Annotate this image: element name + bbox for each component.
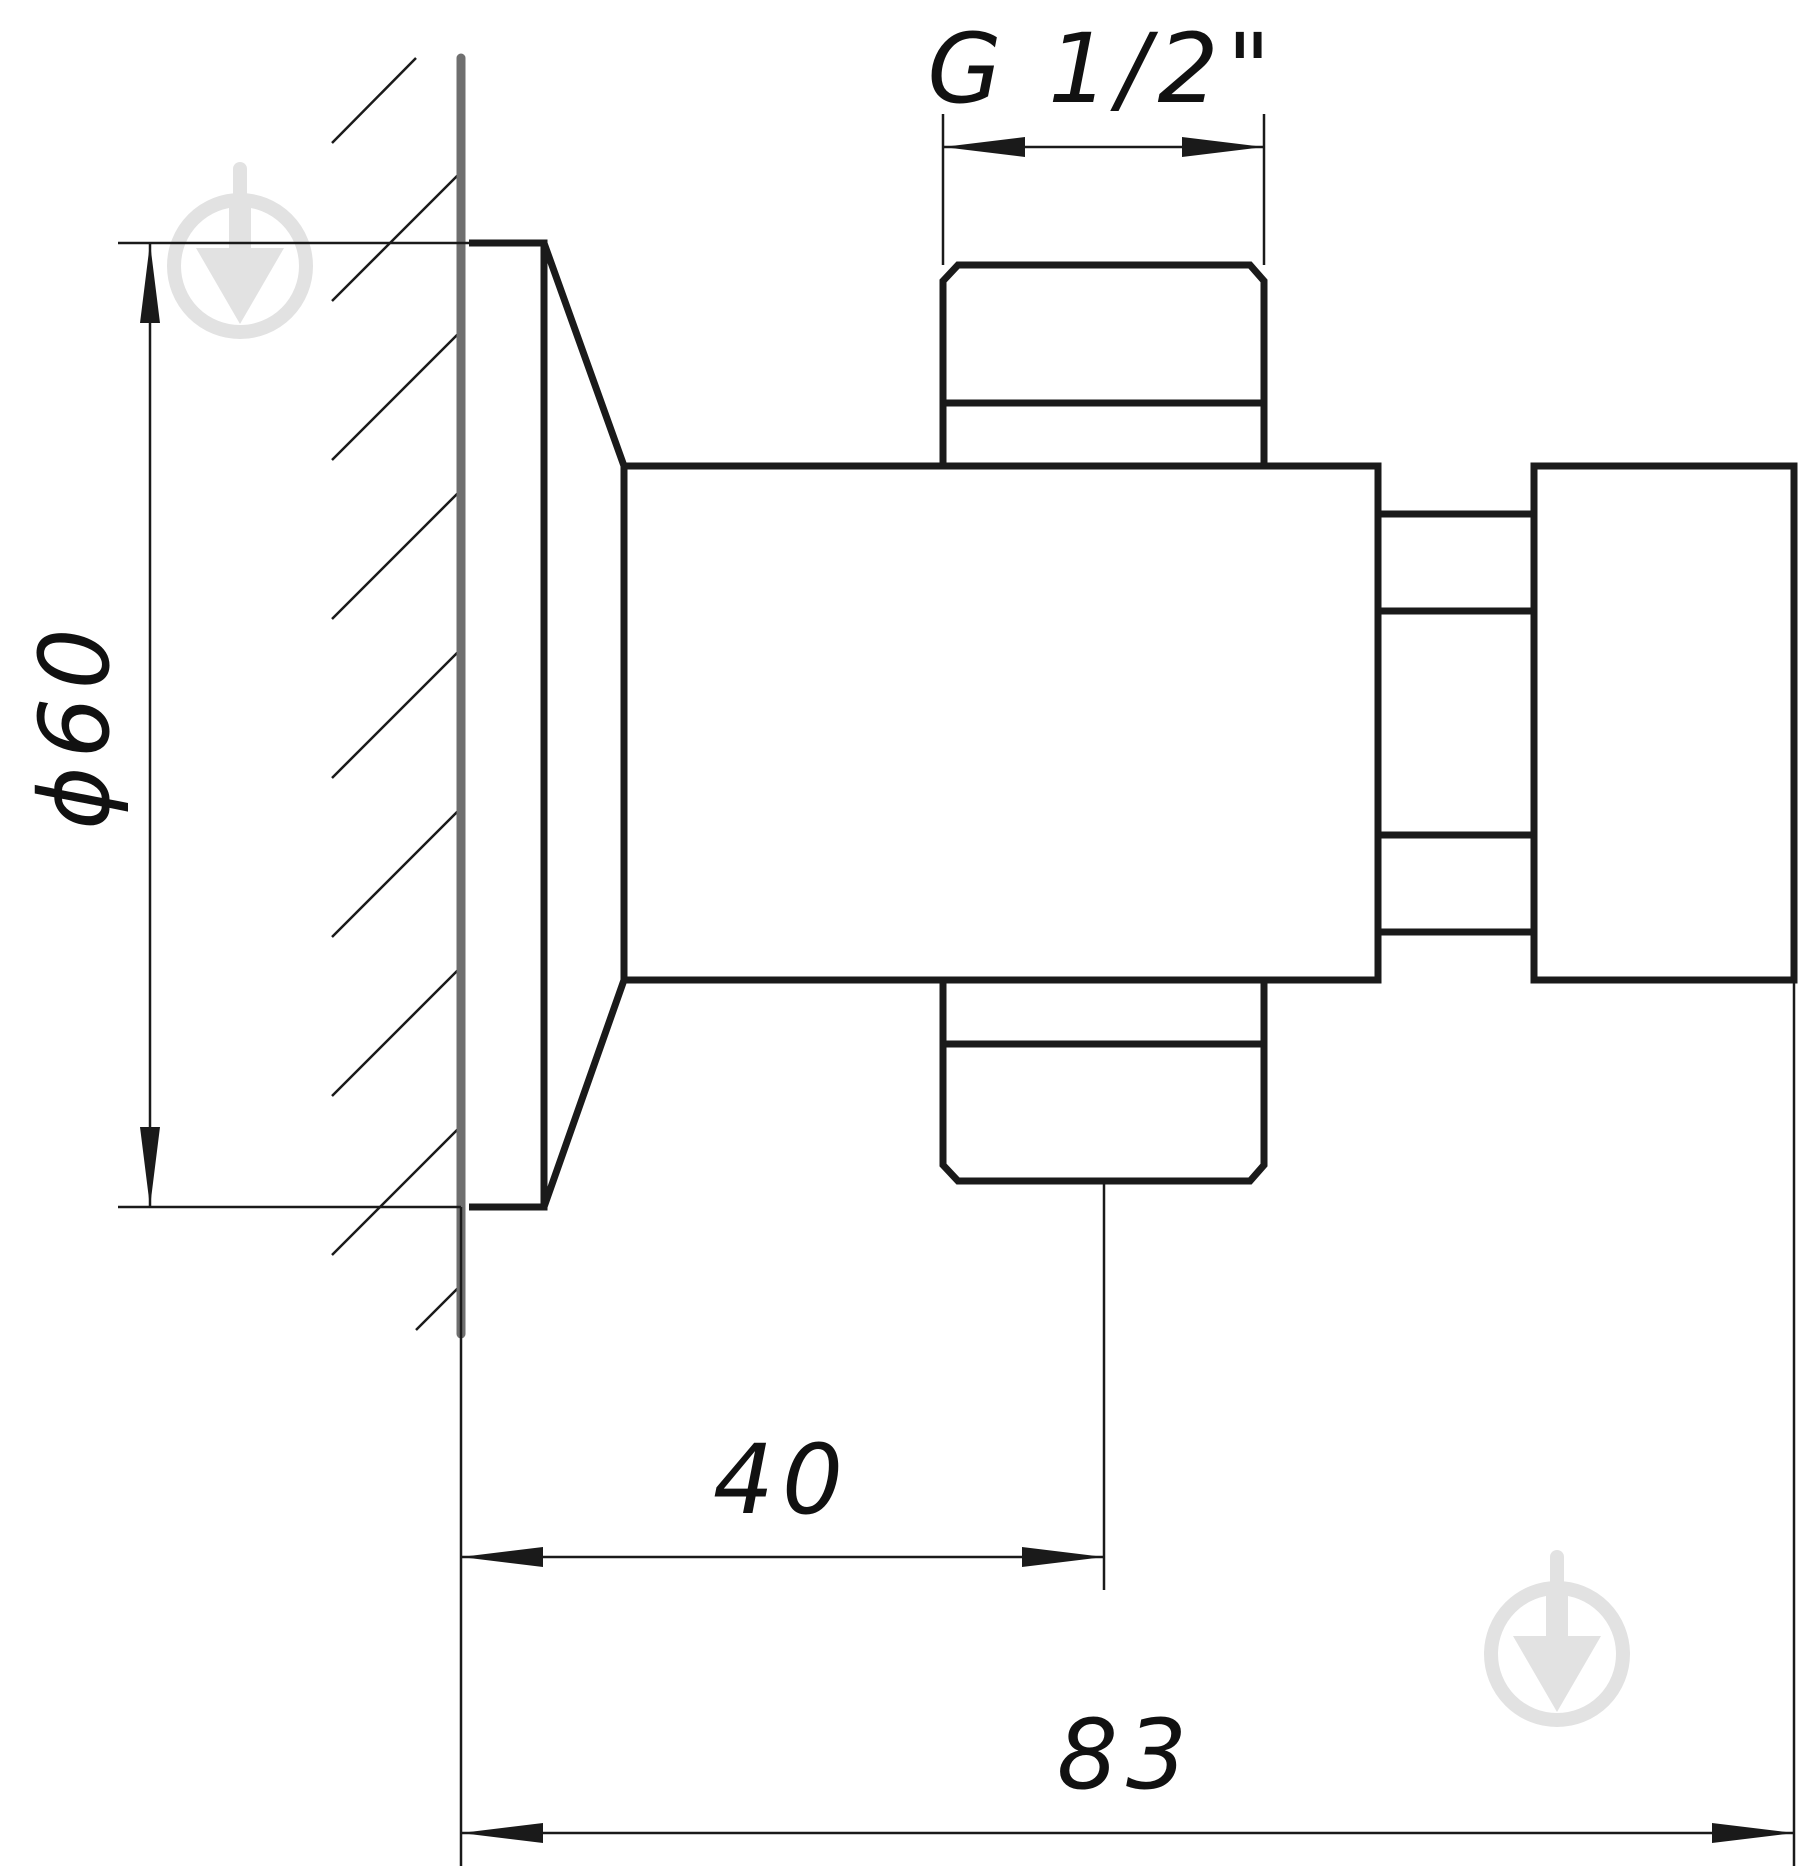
outlet-length-label: 40: [713, 1424, 851, 1536]
thread-dimension: G 1/2": [927, 13, 1279, 265]
upper-thread-fitting: [939, 261, 1268, 466]
overall-length-label: 83: [1057, 1699, 1195, 1811]
wall-flange: [469, 239, 548, 1211]
push-button-cap: [1530, 462, 1798, 984]
valve-body: [620, 462, 1382, 984]
diameter-label: ϕ60: [19, 620, 131, 829]
watermark-logo-icon: [1484, 1550, 1630, 1727]
flange-cone: [540, 241, 628, 1209]
button-stem: [1378, 510, 1538, 936]
overall-length-dimension: 83: [461, 980, 1796, 1866]
watermark-logo-icon: [167, 162, 313, 339]
wall-hatching: [331, 57, 462, 1331]
diameter-dimension: ϕ60: [19, 241, 469, 1209]
lower-thread-fitting: [939, 980, 1268, 1185]
outlet-length-dimension: 40: [459, 1181, 1106, 1866]
thread-label: G 1/2": [927, 13, 1279, 125]
